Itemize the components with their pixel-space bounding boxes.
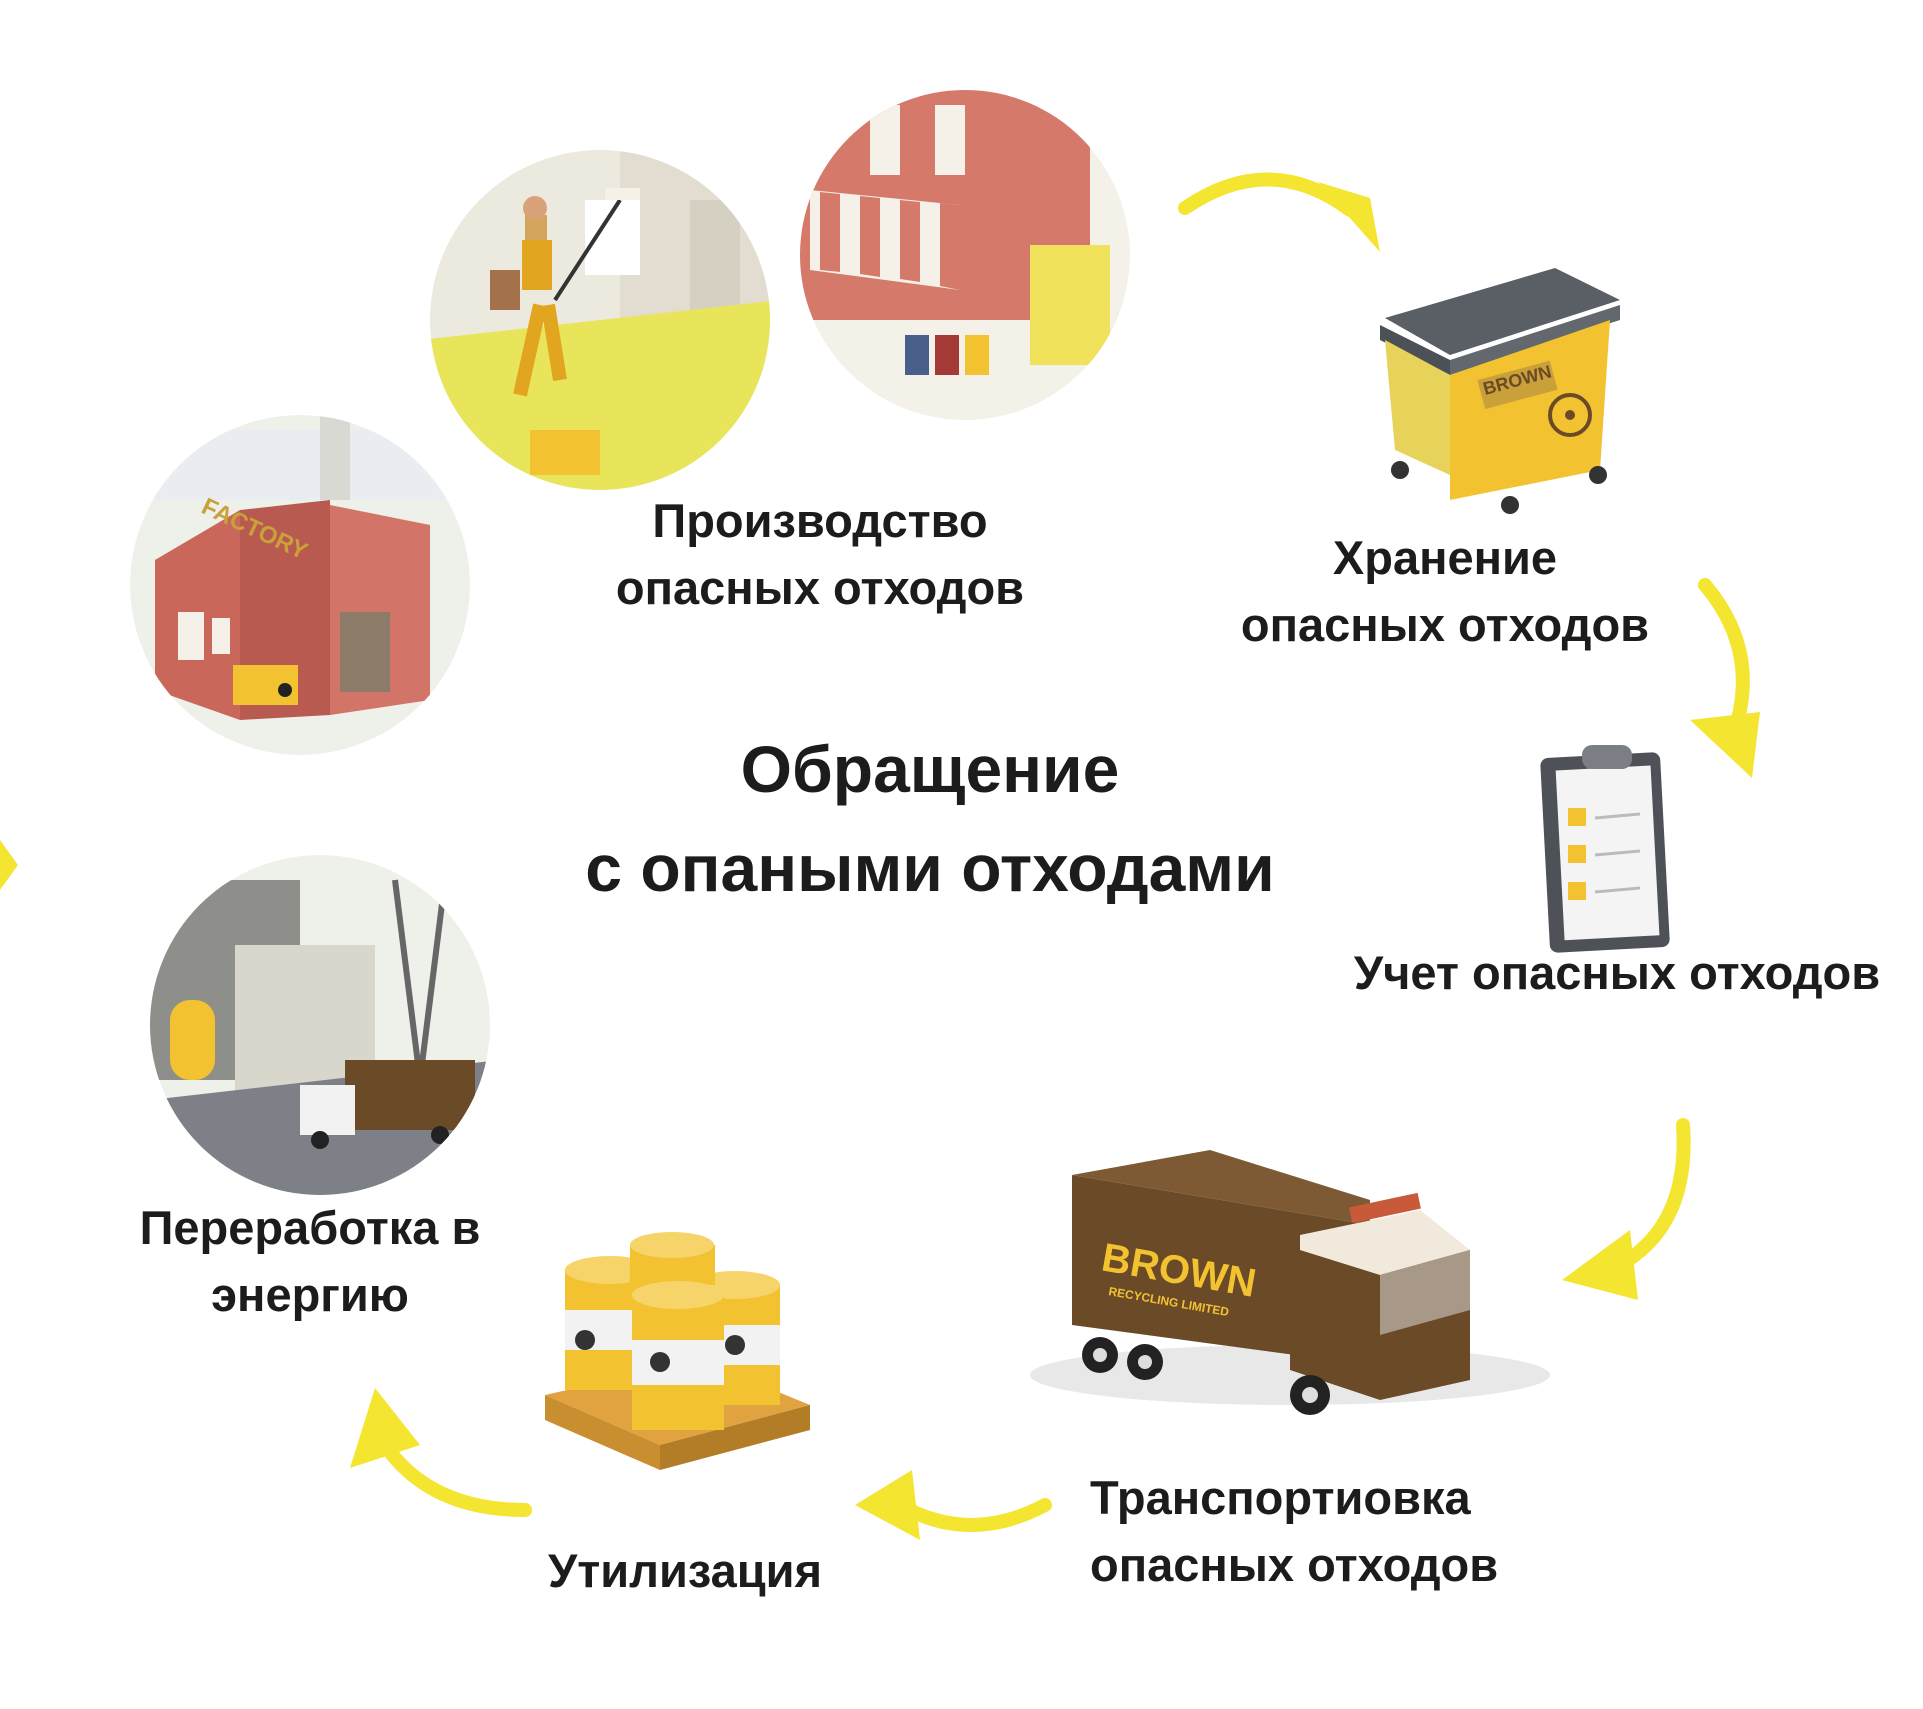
arrow-icon bbox=[350, 1388, 532, 1517]
step-label-disposal: Утилизация bbox=[548, 1544, 822, 1597]
striped-awning bbox=[810, 190, 960, 290]
step-label-production: Производство опасных отходов bbox=[615, 494, 1025, 614]
step-label-storage: Хранение опасных отходов bbox=[1240, 531, 1650, 651]
clipboard-checklist-icon bbox=[1540, 745, 1670, 953]
waste-container-icon: BROWN bbox=[1380, 268, 1620, 514]
arrow-icon bbox=[1562, 1118, 1691, 1300]
step-label-energy: Переработка в энергию bbox=[139, 1201, 481, 1321]
radioactive-barrels-icon bbox=[545, 1232, 810, 1470]
truck-icon: BROWN RECYCLING LIMITED bbox=[1030, 1150, 1550, 1415]
shop-illustration bbox=[800, 90, 1130, 420]
painter-illustration bbox=[430, 150, 770, 490]
barrel bbox=[630, 1232, 715, 1285]
recycling-center-illustration bbox=[150, 855, 490, 1195]
factory-illustration: FACTORY bbox=[130, 415, 470, 755]
arrow-icon bbox=[855, 1470, 1052, 1540]
diagram-title: Обращение с опаными отходами bbox=[585, 732, 1275, 905]
step-label-accounting: Учет опасных отходов bbox=[1353, 946, 1881, 999]
cycle-arrows bbox=[0, 172, 1760, 1540]
barrel bbox=[632, 1281, 724, 1430]
arrow-icon bbox=[0, 840, 18, 890]
arrow-icon bbox=[1690, 578, 1760, 778]
arrow-icon bbox=[1178, 172, 1380, 252]
step-label-transport: Транспортиовка опасных отходов bbox=[1090, 1471, 1499, 1591]
